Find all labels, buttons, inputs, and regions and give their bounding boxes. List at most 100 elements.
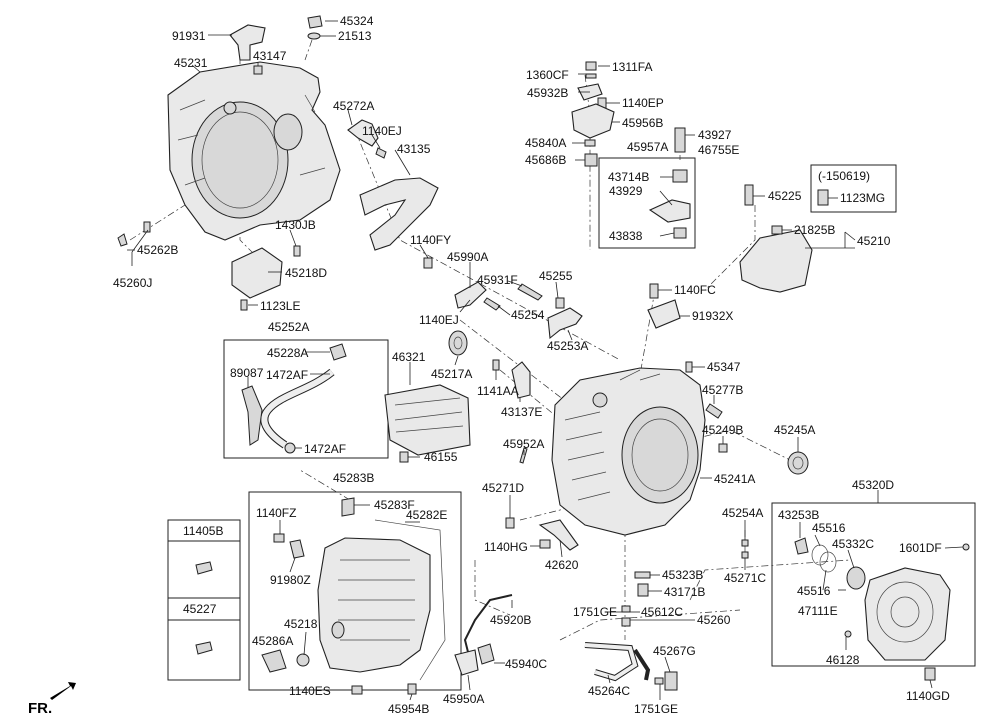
- label-1751GE-lower: 1751GE: [634, 702, 678, 716]
- plug-45249B: [718, 443, 728, 453]
- label-43838: 43838: [609, 229, 643, 243]
- label-1123LE: 1123LE: [260, 299, 300, 313]
- label-45990A: 45990A: [447, 250, 488, 264]
- bolt-45227-icon: [195, 641, 213, 655]
- washer-45840A: [584, 139, 596, 147]
- bolt-1123LE: [240, 299, 248, 311]
- lever-42620: [538, 519, 579, 551]
- bell-housing-45231: [167, 61, 341, 241]
- label-1430JB: 1430JB: [275, 218, 316, 232]
- dowel-45271C: [741, 551, 749, 559]
- bushing-43714B: [672, 169, 688, 183]
- label-45267G: 45267G: [653, 644, 696, 658]
- mount-45210: [739, 229, 813, 293]
- label-46128: 46128: [826, 653, 860, 667]
- plug-45260J: [143, 221, 151, 233]
- label-89087: 89087: [230, 366, 264, 380]
- bracket-91932X: [647, 299, 681, 329]
- label-1472AF-lower: 1472AF: [304, 442, 346, 456]
- bolt-45267G: [664, 671, 678, 691]
- label-45932B: 45932B: [527, 86, 568, 100]
- washer-1751GE-lower: [654, 677, 664, 685]
- label-1360CF: 1360CF: [526, 68, 569, 82]
- bolt-46155: [399, 451, 409, 463]
- front-direction-marker: FR.: [28, 682, 76, 717]
- detail-box-45320D: [771, 502, 976, 667]
- cover-43137E: [511, 361, 531, 399]
- label-45516: 45516: [812, 521, 846, 535]
- label-45260: 45260: [697, 613, 731, 627]
- svg-text:FR.: FR.: [28, 700, 52, 717]
- label-1601DF: 1601DF: [899, 541, 942, 555]
- label-1140EJ-center: 1140EJ: [419, 313, 459, 327]
- label-1140FC: 1140FC: [674, 283, 716, 297]
- pin-1430JB: [293, 245, 301, 257]
- legend-table: [167, 519, 241, 681]
- label-1140ES: 1140ES: [289, 684, 331, 698]
- bracket-91931: [229, 24, 266, 61]
- bolt-43147: [253, 65, 263, 75]
- bracket-43929: [648, 199, 691, 223]
- seal-45217A: [448, 330, 468, 356]
- washer-21513: [307, 32, 321, 40]
- label-45952A: 45952A: [503, 437, 544, 451]
- label-45324: 45324: [340, 14, 374, 28]
- label-45254: 45254: [511, 308, 545, 322]
- plug-45324: [307, 15, 323, 29]
- shroud-43135: [359, 177, 439, 251]
- label-1140GD: 1140GD: [906, 689, 950, 703]
- label-45272A: 45272A: [333, 99, 374, 113]
- seal-45245A: [787, 451, 809, 475]
- dowel-45271D: [505, 517, 515, 529]
- label-43137E: 43137E: [501, 405, 542, 419]
- label-47111E: 47111E: [798, 604, 838, 618]
- label-45249B: 45249B: [702, 423, 743, 437]
- bolt-45277B: [705, 403, 723, 419]
- nut-43838: [673, 227, 687, 239]
- sensor-45940C: [477, 643, 495, 665]
- label-45286A: 45286A: [252, 634, 293, 648]
- label-45940C: 45940C: [505, 657, 547, 671]
- label-45320D: 45320D: [852, 478, 894, 492]
- plug-45612C: [621, 617, 631, 627]
- label-1140FY: 1140FY: [410, 233, 451, 247]
- label-45262B: 45262B: [137, 243, 178, 257]
- label-45347: 45347: [707, 360, 741, 374]
- lever-45272A: [347, 119, 379, 147]
- label-45245A: 45245A: [774, 423, 815, 437]
- bolt-1140HG: [539, 539, 551, 549]
- bracket-45218D: [231, 247, 283, 299]
- label-43253B: 43253B: [778, 508, 819, 522]
- label-45323B: 45323B: [662, 568, 703, 582]
- label-45271C: 45271C: [724, 571, 766, 585]
- label-45282E: 45282E: [406, 508, 447, 522]
- label-42620: 42620: [545, 558, 579, 572]
- lever-45990A: [454, 281, 487, 309]
- label-46321: 46321: [392, 350, 426, 364]
- label-1123MG: 1123MG: [840, 191, 885, 205]
- label-91932X: 91932X: [692, 309, 733, 323]
- label-150619: (-150619): [818, 169, 870, 183]
- spring-45255: [555, 297, 565, 309]
- label-11405B: 11405B: [183, 524, 223, 538]
- label-45218D: 45218D: [285, 266, 327, 280]
- label-45228A: 45228A: [267, 346, 308, 360]
- label-43147: 43147: [253, 49, 287, 63]
- plug-45262B: [117, 233, 128, 247]
- cover-assembly-45320D: [794, 537, 970, 681]
- label-45931F: 45931F: [477, 273, 518, 287]
- leader-lines: [127, 20, 964, 701]
- bushing-45686B: [584, 153, 598, 167]
- bolt-1141AA: [492, 359, 500, 371]
- label-45254A: 45254A: [722, 506, 763, 520]
- label-45225: 45225: [768, 189, 802, 203]
- label-1141AA: 1141AA: [477, 384, 519, 398]
- label-45686B: 45686B: [525, 153, 566, 167]
- label-1140EJ: 1140EJ: [362, 124, 402, 138]
- label-43927: 43927: [698, 128, 732, 142]
- washer-1360CF: [585, 73, 597, 79]
- filter-46321: [384, 384, 471, 456]
- label-91980Z: 91980Z: [270, 573, 311, 587]
- detail-box-43714B: [598, 157, 696, 249]
- nut-21825B: [771, 225, 783, 235]
